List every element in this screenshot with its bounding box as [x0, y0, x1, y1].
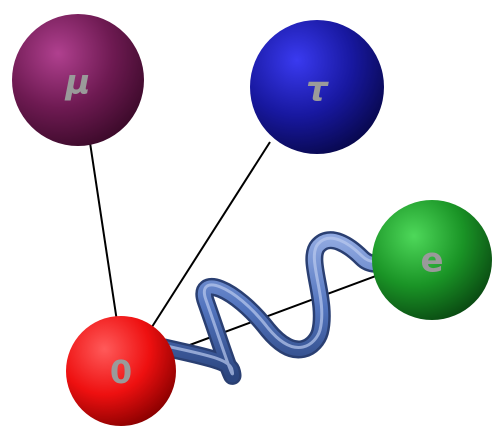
node-mu-sphere: [12, 14, 144, 146]
node-e-label: e: [420, 241, 443, 281]
node-tau: τ: [250, 20, 384, 154]
link-line-zero-tau: [149, 141, 271, 331]
node-mu-label: μ: [64, 63, 90, 103]
node-tau-label: τ: [306, 70, 329, 110]
spring-link-zero-e: [149, 231, 397, 385]
node-e: e: [372, 200, 492, 320]
spring-highlight: [156, 236, 390, 376]
node-e-sphere: [372, 200, 492, 320]
node-tau-sphere: [250, 20, 384, 154]
node-zero-sphere: [66, 316, 176, 426]
link-line-zero-mu: [88, 135, 119, 329]
node-zero: 0: [66, 316, 176, 426]
node-mu: μ: [12, 14, 144, 146]
node-zero-label: 0: [110, 353, 132, 391]
link-line-zero-e: [159, 269, 393, 357]
